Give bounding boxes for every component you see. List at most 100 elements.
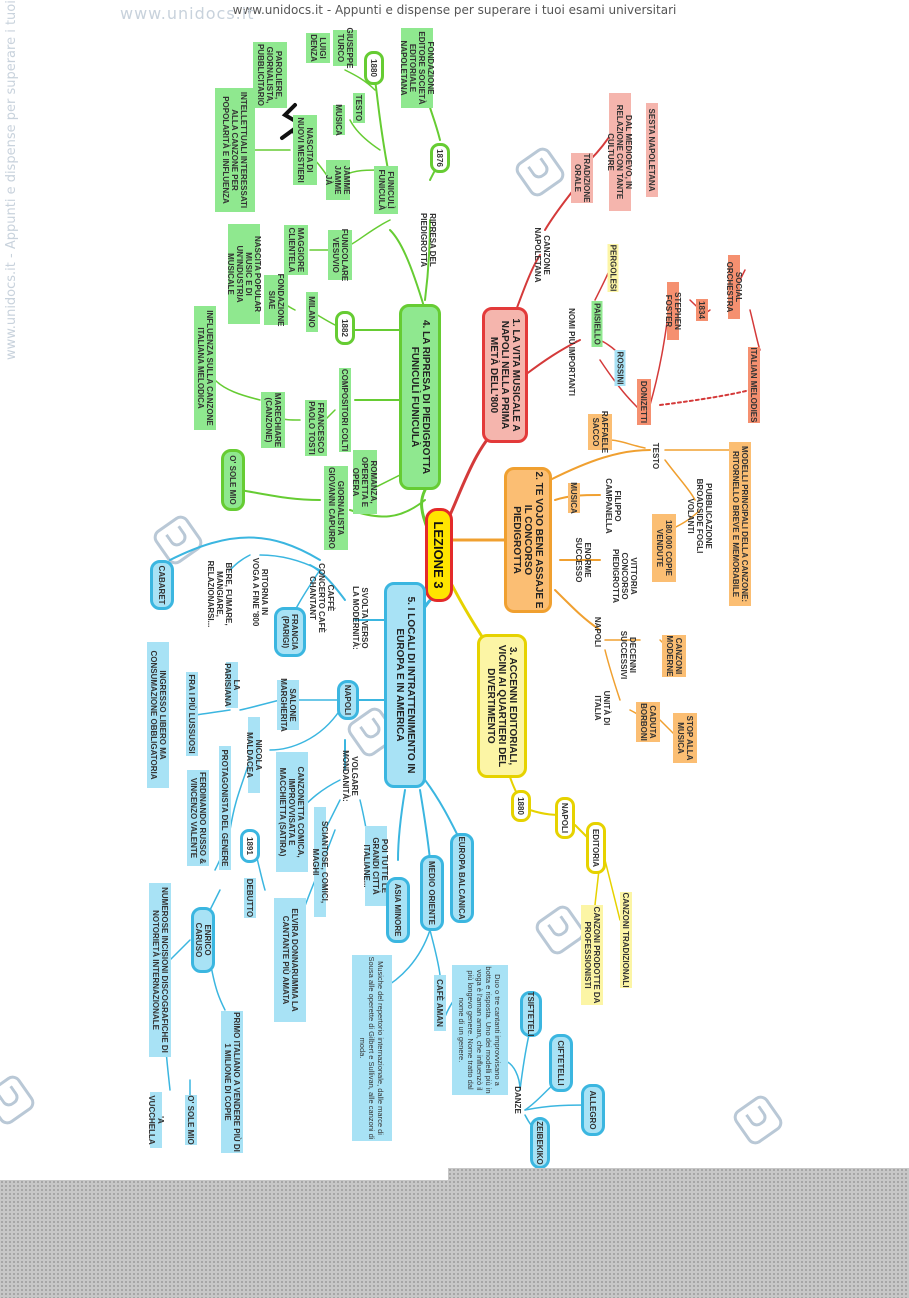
musica-4: MUSICA bbox=[333, 104, 345, 136]
a-vucchella: 'A VUCCHELLA bbox=[147, 1092, 165, 1148]
canzonetta-comica: CANZONETTA COMICA, IMPROVVISATA E MACCHI… bbox=[276, 752, 308, 872]
cafe-aman: CAFÈ AMAN bbox=[434, 975, 446, 1031]
canzoni-tradizionali: CANZONI TRADIZIONALI bbox=[620, 892, 632, 988]
protagonista: PROTAGONISTA DEL GENERE bbox=[219, 746, 231, 870]
musica-2: MUSICA bbox=[568, 482, 580, 514]
fra-i-piu-lussuosi: FRA I PIÙ LUSSUOSI bbox=[186, 672, 198, 756]
italian-melodies: ITALIAN MELODIES bbox=[748, 347, 760, 423]
sciantose: SCIANTOSE, COMICI, MAGHI bbox=[311, 807, 329, 917]
canzoni-moderne: CANZONI MODERNE bbox=[662, 635, 686, 677]
napoli-2: NAPOLI bbox=[593, 616, 603, 648]
numerose-incisioni: NUMEROSE INCISIONI DISCOGRAFICHE DI NOTO… bbox=[149, 883, 171, 1057]
maggiore-clientela: MAGGIORE CLIENTELA bbox=[284, 225, 308, 275]
cabaret: CABARET bbox=[150, 560, 174, 610]
filippo-campanella: FILIPPO CAMPANELLA bbox=[604, 478, 622, 534]
musiche-repertorio: Musiche del repertorio internazionale, d… bbox=[352, 955, 392, 1141]
o-sole-mio-5: O' SOLE MIO bbox=[185, 1095, 197, 1145]
stephen-foster: STEPHEN FOSTER bbox=[664, 282, 682, 340]
napoli-3: NAPOLI bbox=[555, 797, 575, 839]
caffe-concerto: CAFFÈ CONCERTO CAFÈ CHANTANT bbox=[308, 563, 336, 633]
year-1880-4: 1880 bbox=[364, 51, 384, 85]
giornalista-capurro: GIORNALISTA GIOVANNI CAPURRO bbox=[324, 466, 348, 550]
poi-tutte-citta: POI TUTTE LE GRANDI CITTÀ ITALIANE... bbox=[363, 826, 390, 906]
ripresa-piedigrotta: RIPRESA DEL PIEDIGROTTA bbox=[419, 212, 437, 268]
enrico-caruso: ENRICO CARUSO bbox=[191, 907, 215, 973]
year-1876: 1876 bbox=[430, 143, 450, 173]
center-node[interactable]: LEZIONE 3 bbox=[425, 508, 453, 602]
o-sole-mio-4: O' SOLE MIO bbox=[221, 449, 245, 511]
francia-parigi: FRANCIA (PARIGI) bbox=[274, 607, 306, 657]
raffaele-sacco: RAFFAELE SACCO bbox=[588, 411, 612, 453]
elvira-donnarumma: ELVIRA DONNARUMMA LA CANTANTE PIÙ AMATA bbox=[274, 898, 306, 1022]
ciftetelli: CIFTETELLI bbox=[549, 1034, 573, 1092]
page-margin-top bbox=[448, 1168, 909, 1180]
paisiello: PAISIELLO bbox=[591, 301, 603, 347]
canzoni-prodotte: CANZONI PRODOTTE DA PROFESSIONISTI bbox=[581, 905, 603, 1005]
nomi-piu-importanti: NOMI PIÙ IMPORTANTI bbox=[567, 308, 577, 396]
vittoria-concorso: VITTORIA CONCORSO PIEDIGROTTA bbox=[611, 548, 639, 604]
nicola-maldacea: NICOLA MALDACEA bbox=[245, 717, 263, 793]
branch2-title[interactable]: 2. TE VOJO BENE ASSAJE E IL CONCORSO PIE… bbox=[504, 467, 552, 613]
donizetti: DONIZETTI bbox=[637, 379, 651, 425]
svolta-modernita: SVOLTA VERSO LA MODERNITÀ: bbox=[351, 586, 369, 650]
zeibekiko: ZEIBEKIKO bbox=[530, 1117, 550, 1169]
la-parisiana: LA PARISIANA bbox=[223, 662, 241, 708]
bere-fumare: BERE, FUMARE, MANGIARE, RELAZIONARSI... bbox=[206, 560, 234, 628]
watermark-top: www.unidocs.it bbox=[120, 4, 255, 23]
caduta-borboni: CADUTA BORBONI bbox=[636, 702, 660, 742]
ritorna-in-voga: RITORNA IN VOGA A FINE '800 bbox=[251, 557, 269, 627]
sesta-napoletana: SESTA NAPOLETANA bbox=[646, 103, 658, 197]
funicolare-vesuvio: FUNICOLARE VESUVIO bbox=[328, 229, 352, 281]
primo-italiano: PRIMO ITALIANO A VENDERE PIÙ DI 1 MILION… bbox=[221, 1011, 243, 1153]
rossini: ROSSINI bbox=[614, 350, 626, 386]
branch3-title[interactable]: 3. ACCENNI EDITORIALI, VICINI AI QUARTIE… bbox=[477, 634, 527, 778]
danze: DANZE bbox=[513, 1086, 523, 1114]
stop-alla-musica: STOP ALLA MUSICA bbox=[673, 713, 697, 763]
fondazione-siae: FONDAZIONE SIAE bbox=[264, 274, 288, 326]
duo-tre-cantanti: Duo o tre cantanti improvvisano a botta … bbox=[452, 965, 508, 1095]
asia-minore: ASIA MINORE bbox=[386, 877, 410, 943]
tsifteteli: TSIFTETELI bbox=[520, 991, 542, 1037]
page-banner: www.unidocs.it - Appunti e dispense per … bbox=[232, 3, 677, 17]
medio-oriente: MEDIO ORIENTE bbox=[420, 855, 444, 931]
social-orchestra: SOCIAL ORCHESTRA bbox=[725, 255, 743, 319]
ferdinando-russo: FERDINANDO RUSSO & VINCENZO VALENTE bbox=[187, 770, 209, 866]
jamme-jamme: JAMME JAMME JÀ bbox=[325, 160, 352, 200]
intellettuali: INTELLETTUALI INTERESSATI ALLA CANZONE P… bbox=[215, 88, 255, 212]
page-margin-bottom bbox=[0, 1180, 909, 1298]
europa-balcanica: EUROPA BALCANICA bbox=[450, 833, 474, 923]
nascita-nuovi-mestieri: NASCITA DI NUOVI MESTIERI bbox=[293, 115, 317, 185]
compositori-colti: COMPOSITORI COLTI bbox=[339, 368, 351, 452]
allegro: ALLEGRO bbox=[581, 1084, 605, 1136]
canzone-napoletana: CANZONE NAPOLETANA bbox=[533, 227, 551, 283]
year-1834: 1834 bbox=[696, 299, 708, 321]
nascita-popular-music: NASCITA POPULAR MUSIC E DI UN'INDUSTRIA … bbox=[226, 224, 262, 324]
testo-4: TESTO bbox=[353, 93, 365, 123]
milano: MILANO bbox=[306, 292, 318, 332]
decenni-successivi: DECENNI SUCCESSIVI bbox=[619, 630, 637, 680]
enorme-successo: ENORME SUCCESSO bbox=[574, 537, 592, 583]
branch4-title[interactable]: 4. LA RIPRESA DI PIEDIGROTTA FUNICULÌ FU… bbox=[399, 304, 441, 490]
ingresso-libero: INGRESSO LIBERO MA CONSUMAZIONE OBBLIGAT… bbox=[147, 642, 169, 788]
salone-margherita: SALONE MARGHERITA bbox=[277, 678, 299, 732]
copie-vendute: 180.000 COPIE VENDUTE bbox=[652, 514, 676, 582]
influenza-canzone: INFLUENZA SULLA CANZONE ITALIANA MELODIC… bbox=[194, 306, 216, 430]
pergolesi: PERGOLESI bbox=[607, 244, 619, 292]
unita-italia: UNITÀ DI ITALIA bbox=[593, 690, 611, 726]
tradizione-orale: TRADIZIONE ORALE bbox=[571, 153, 593, 203]
giuseppe-turco: GIUSEPPE TURCO bbox=[333, 28, 357, 68]
year-1880-3: 1880 bbox=[511, 790, 531, 822]
branch5-title[interactable]: 5. I LOCALI DI INTRATTENIMENTO IN EUROPA… bbox=[384, 582, 426, 788]
branch1-title[interactable]: 1. LA VITA MUSICALE A NAPOLI NELLA PRIMA… bbox=[482, 307, 528, 443]
romanza: ROMANZA, OPERETTA E OPERA bbox=[352, 450, 379, 514]
parolieri: PAROLIERE, GIORNALISTA, PUBBLICITARIO bbox=[253, 42, 287, 108]
modelli-principali: MODELLI PRINCIPALI DELLA CANZONE: RITORN… bbox=[729, 442, 751, 606]
editoria: EDITORIA bbox=[586, 822, 606, 874]
year-1891: 1891 bbox=[240, 829, 260, 863]
funiculi-funicula: FUNICULÌ FUNICULÀ bbox=[374, 166, 398, 214]
marechiare: MARECHIARE (CANZONE) bbox=[261, 392, 285, 448]
volgare-mondanita: VOLGARE MONDANITÀ: bbox=[341, 750, 359, 802]
pubblicazione-broadside: PUBBLICAZIONE BROADSIDE FOGLI VOLANTI bbox=[686, 478, 714, 554]
dal-medioevo: DAL MEDIOEVO, IN RELAZIONE CON TANTE CUL… bbox=[607, 93, 634, 211]
testo-2: TESTO bbox=[651, 442, 661, 470]
